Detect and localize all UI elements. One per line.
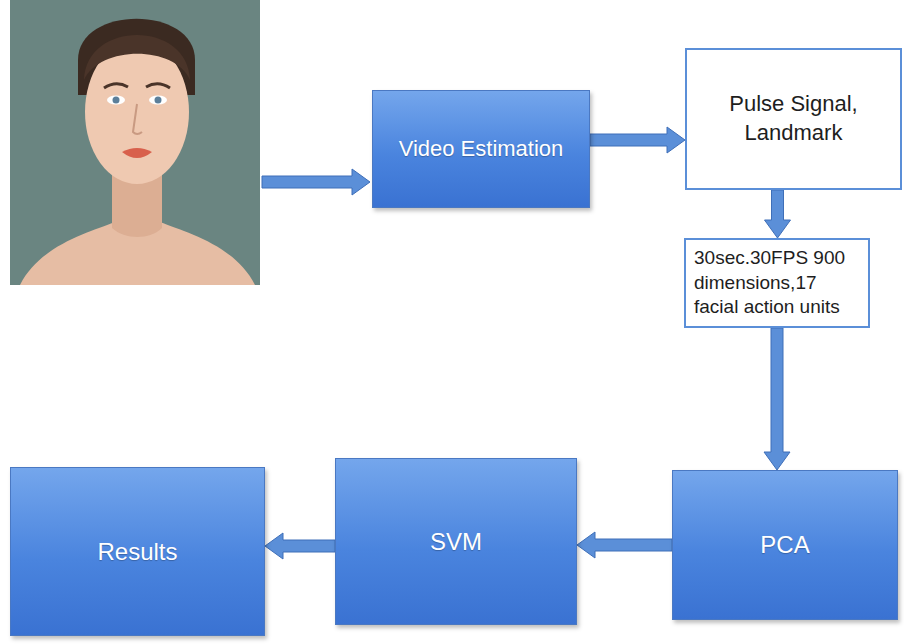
feature-box: 30sec.30FPS 900 dimensions,17 facial act… xyxy=(684,238,870,328)
box-label: PCA xyxy=(760,529,809,560)
flow-arrow xyxy=(265,533,335,559)
process-box: Video Estimation xyxy=(372,90,590,208)
box-label: Results xyxy=(97,536,177,567)
flow-arrow xyxy=(765,190,791,238)
box-label: Video Estimation xyxy=(399,135,564,164)
portrait-photo xyxy=(10,0,260,285)
flow-arrow xyxy=(590,127,685,153)
classifier-box: SVM xyxy=(335,458,577,625)
output-box: Pulse Signal, Landmark xyxy=(685,48,902,190)
flow-arrow xyxy=(577,532,672,558)
box-label: Pulse Signal, Landmark xyxy=(697,90,890,147)
reduction-box: PCA xyxy=(672,470,898,620)
input-arrow xyxy=(262,169,370,195)
box-label: 30sec.30FPS 900 dimensions,17 facial act… xyxy=(694,246,860,320)
box-label: SVM xyxy=(430,526,482,557)
result-box: Results xyxy=(10,467,265,636)
flow-arrow xyxy=(764,328,790,470)
